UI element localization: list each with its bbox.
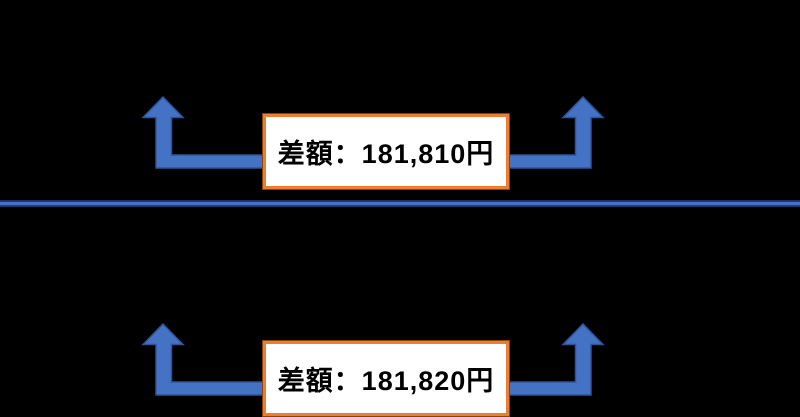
difference-box-top: 差額：181,810円 (263, 114, 509, 189)
up-arrow-icon-bottom-right (506, 322, 605, 396)
divider-line-top-edge (0, 200, 800, 202)
difference-box-bottom: 差額：181,820円 (263, 341, 509, 416)
up-arrow-icon-bottom-left (141, 322, 268, 396)
divider-line-center (0, 201, 800, 206)
difference-label-top: 差額：181,810円 (277, 139, 495, 169)
divider-line-bottom-edge (0, 205, 800, 208)
up-arrow-icon-top-right (506, 95, 605, 169)
difference-label-bottom: 差額：181,820円 (277, 366, 495, 396)
divider-line (0, 200, 800, 208)
up-arrow-icon-top-left (141, 95, 268, 169)
